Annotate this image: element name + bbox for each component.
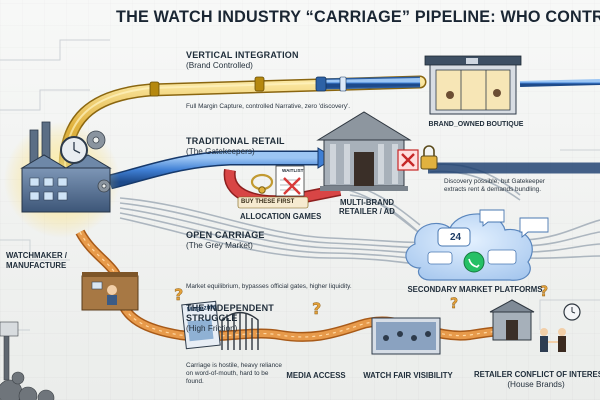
retailer-building: [316, 111, 412, 191]
factory-illustration: [4, 121, 120, 238]
retailer-conflict-label-1: RETAILER CONFLICT OF INTEREST: [474, 370, 600, 379]
watch-icon: [563, 303, 581, 321]
retailer-label-2: RETAILER / AD: [339, 207, 395, 216]
boutique-building: [424, 55, 522, 115]
question-icon: ? ? ? ?: [174, 284, 549, 318]
independent-heading-2: STRUGGLE: [186, 313, 238, 323]
handshake-icon: [540, 328, 566, 352]
independent-note: Carriage is hostile, heavy reliance on w…: [186, 362, 282, 385]
small-retailer-building: [489, 299, 535, 341]
secondary-market-label: SECONDARY MARKET PLATFORMS: [407, 285, 543, 294]
x-mark-icon: [397, 149, 419, 171]
retailer-label-1: MULTI-BRAND: [340, 198, 394, 207]
allocation-games-label: ALLOCATION GAMES: [240, 212, 322, 221]
blue-pipe-top: [315, 76, 421, 92]
traditional-retail-note: Discovery possible, but Gatekeeper extra…: [444, 178, 545, 193]
open-carriage-sub: (The Grey Market): [186, 241, 253, 250]
watch-fair-booth: [371, 317, 441, 355]
open-carriage-note: Market equilibrium, bypasses official ga…: [186, 283, 352, 290]
badge-24: 24: [450, 232, 462, 243]
page-title: THE WATCH INDUSTRY “CARRIAGE” PIPELINE: …: [116, 8, 600, 26]
svg-text:?: ?: [540, 284, 548, 300]
watchmaker-label-2: MANUFACTURE: [6, 261, 67, 270]
vertical-integration-sub: (Brand Controlled): [186, 61, 253, 70]
lock-icon: [420, 145, 438, 170]
independent-workbench: [81, 272, 139, 311]
magazine-icon: [181, 300, 221, 350]
gear-icon: [86, 130, 111, 193]
independent-sub: (High Friction): [186, 324, 238, 333]
waitlist-label: WAITLIST: [282, 168, 304, 173]
allocation-props: [237, 165, 309, 209]
traditional-retail-heading: TRADITIONAL RETAIL: [186, 136, 285, 146]
chat-bubble-icon: [479, 209, 549, 238]
watch-fair-label: WATCH FAIR VISIBILITY: [363, 371, 453, 380]
svg-text:?: ?: [450, 296, 458, 312]
media-access-label: MEDIA ACCESS: [286, 371, 346, 380]
rubble-pile: [0, 321, 55, 400]
watchmaker-label-1: WATCHMAKER /: [6, 251, 67, 260]
traditional-retail-sub: (The Gatekeepers): [186, 147, 255, 156]
svg-text:?: ?: [174, 285, 183, 304]
secondary-market-cloud: [405, 213, 533, 281]
open-carriage-heading: OPEN CARRIAGE: [186, 230, 265, 240]
boutique-label: BRAND_OWNED BOUTIQUE: [428, 121, 524, 128]
media-gate: [221, 311, 259, 350]
blue-pipe: [108, 147, 600, 190]
independent-heading-1: THE INDEPENDENT: [186, 303, 275, 313]
vertical-integration-note: Full Margin Capture, controlled Narrativ…: [186, 103, 351, 110]
buy-these-first-label: BUY THESE FIRST: [241, 199, 295, 205]
whatsapp-icon: [463, 251, 485, 273]
svg-text:?: ?: [312, 299, 321, 318]
vertical-integration-heading: VERTICAL INTEGRATION: [186, 50, 299, 60]
retailer-conflict-label-2: (House Brands): [507, 380, 565, 389]
